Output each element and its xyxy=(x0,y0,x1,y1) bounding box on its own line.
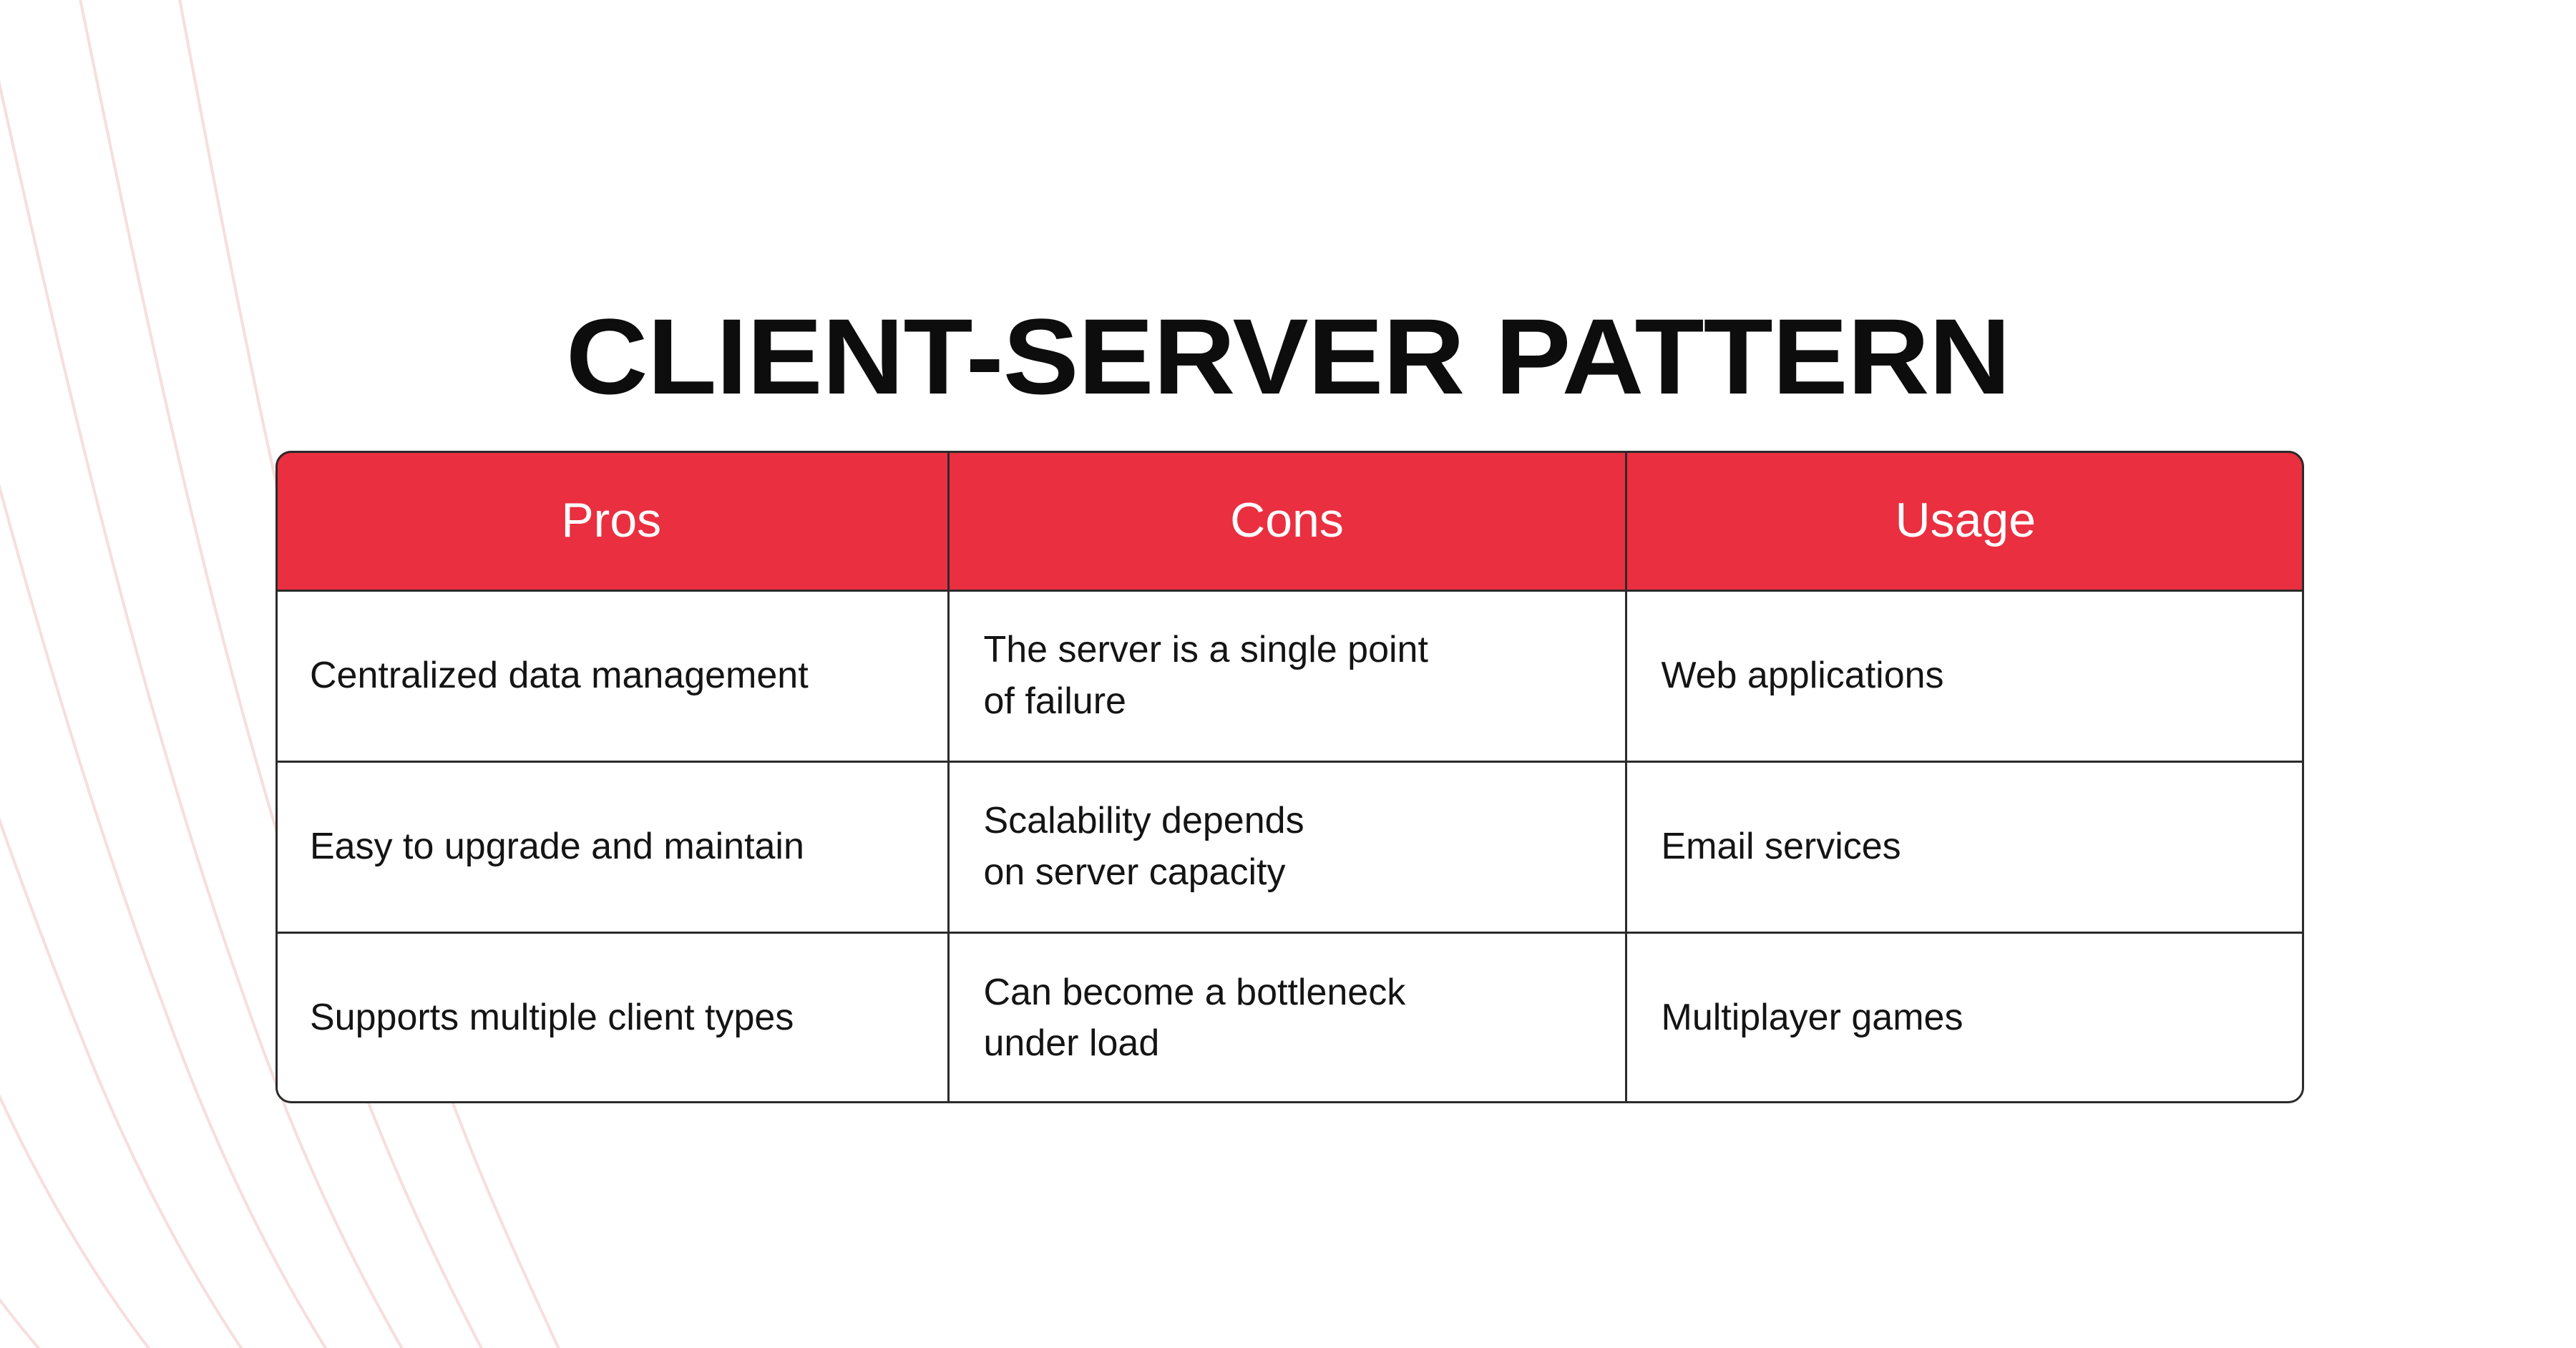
column-header-pros: Pros xyxy=(275,451,950,592)
table-header-row: Pros Cons Usage xyxy=(275,451,2304,592)
column-header-usage: Usage xyxy=(1626,451,2304,592)
cell-cons: The server is a single point of failure xyxy=(948,590,1627,763)
cell-usage: Multiplayer games xyxy=(1626,932,2304,1103)
column-header-cons: Cons xyxy=(948,451,1627,592)
table-row: Easy to upgrade and maintain Scalability… xyxy=(275,761,2304,934)
table-row: Supports multiple client types Can becom… xyxy=(275,932,2304,1103)
page-title: CLIENT-SERVER PATTERN xyxy=(565,296,2011,416)
cell-pros: Centralized data management xyxy=(275,590,950,763)
comparison-table: Pros Cons Usage Centralized data managem… xyxy=(275,451,2304,1103)
cell-usage: Web applications xyxy=(1626,590,2304,763)
cell-usage: Email services xyxy=(1626,761,2304,934)
table-row: Centralized data management The server i… xyxy=(275,590,2304,763)
cell-pros: Easy to upgrade and maintain xyxy=(275,761,950,934)
cell-cons: Can become a bottleneck under load xyxy=(948,932,1627,1103)
cell-cons: Scalability depends on server capacity xyxy=(948,761,1627,934)
cell-pros: Supports multiple client types xyxy=(275,932,950,1103)
